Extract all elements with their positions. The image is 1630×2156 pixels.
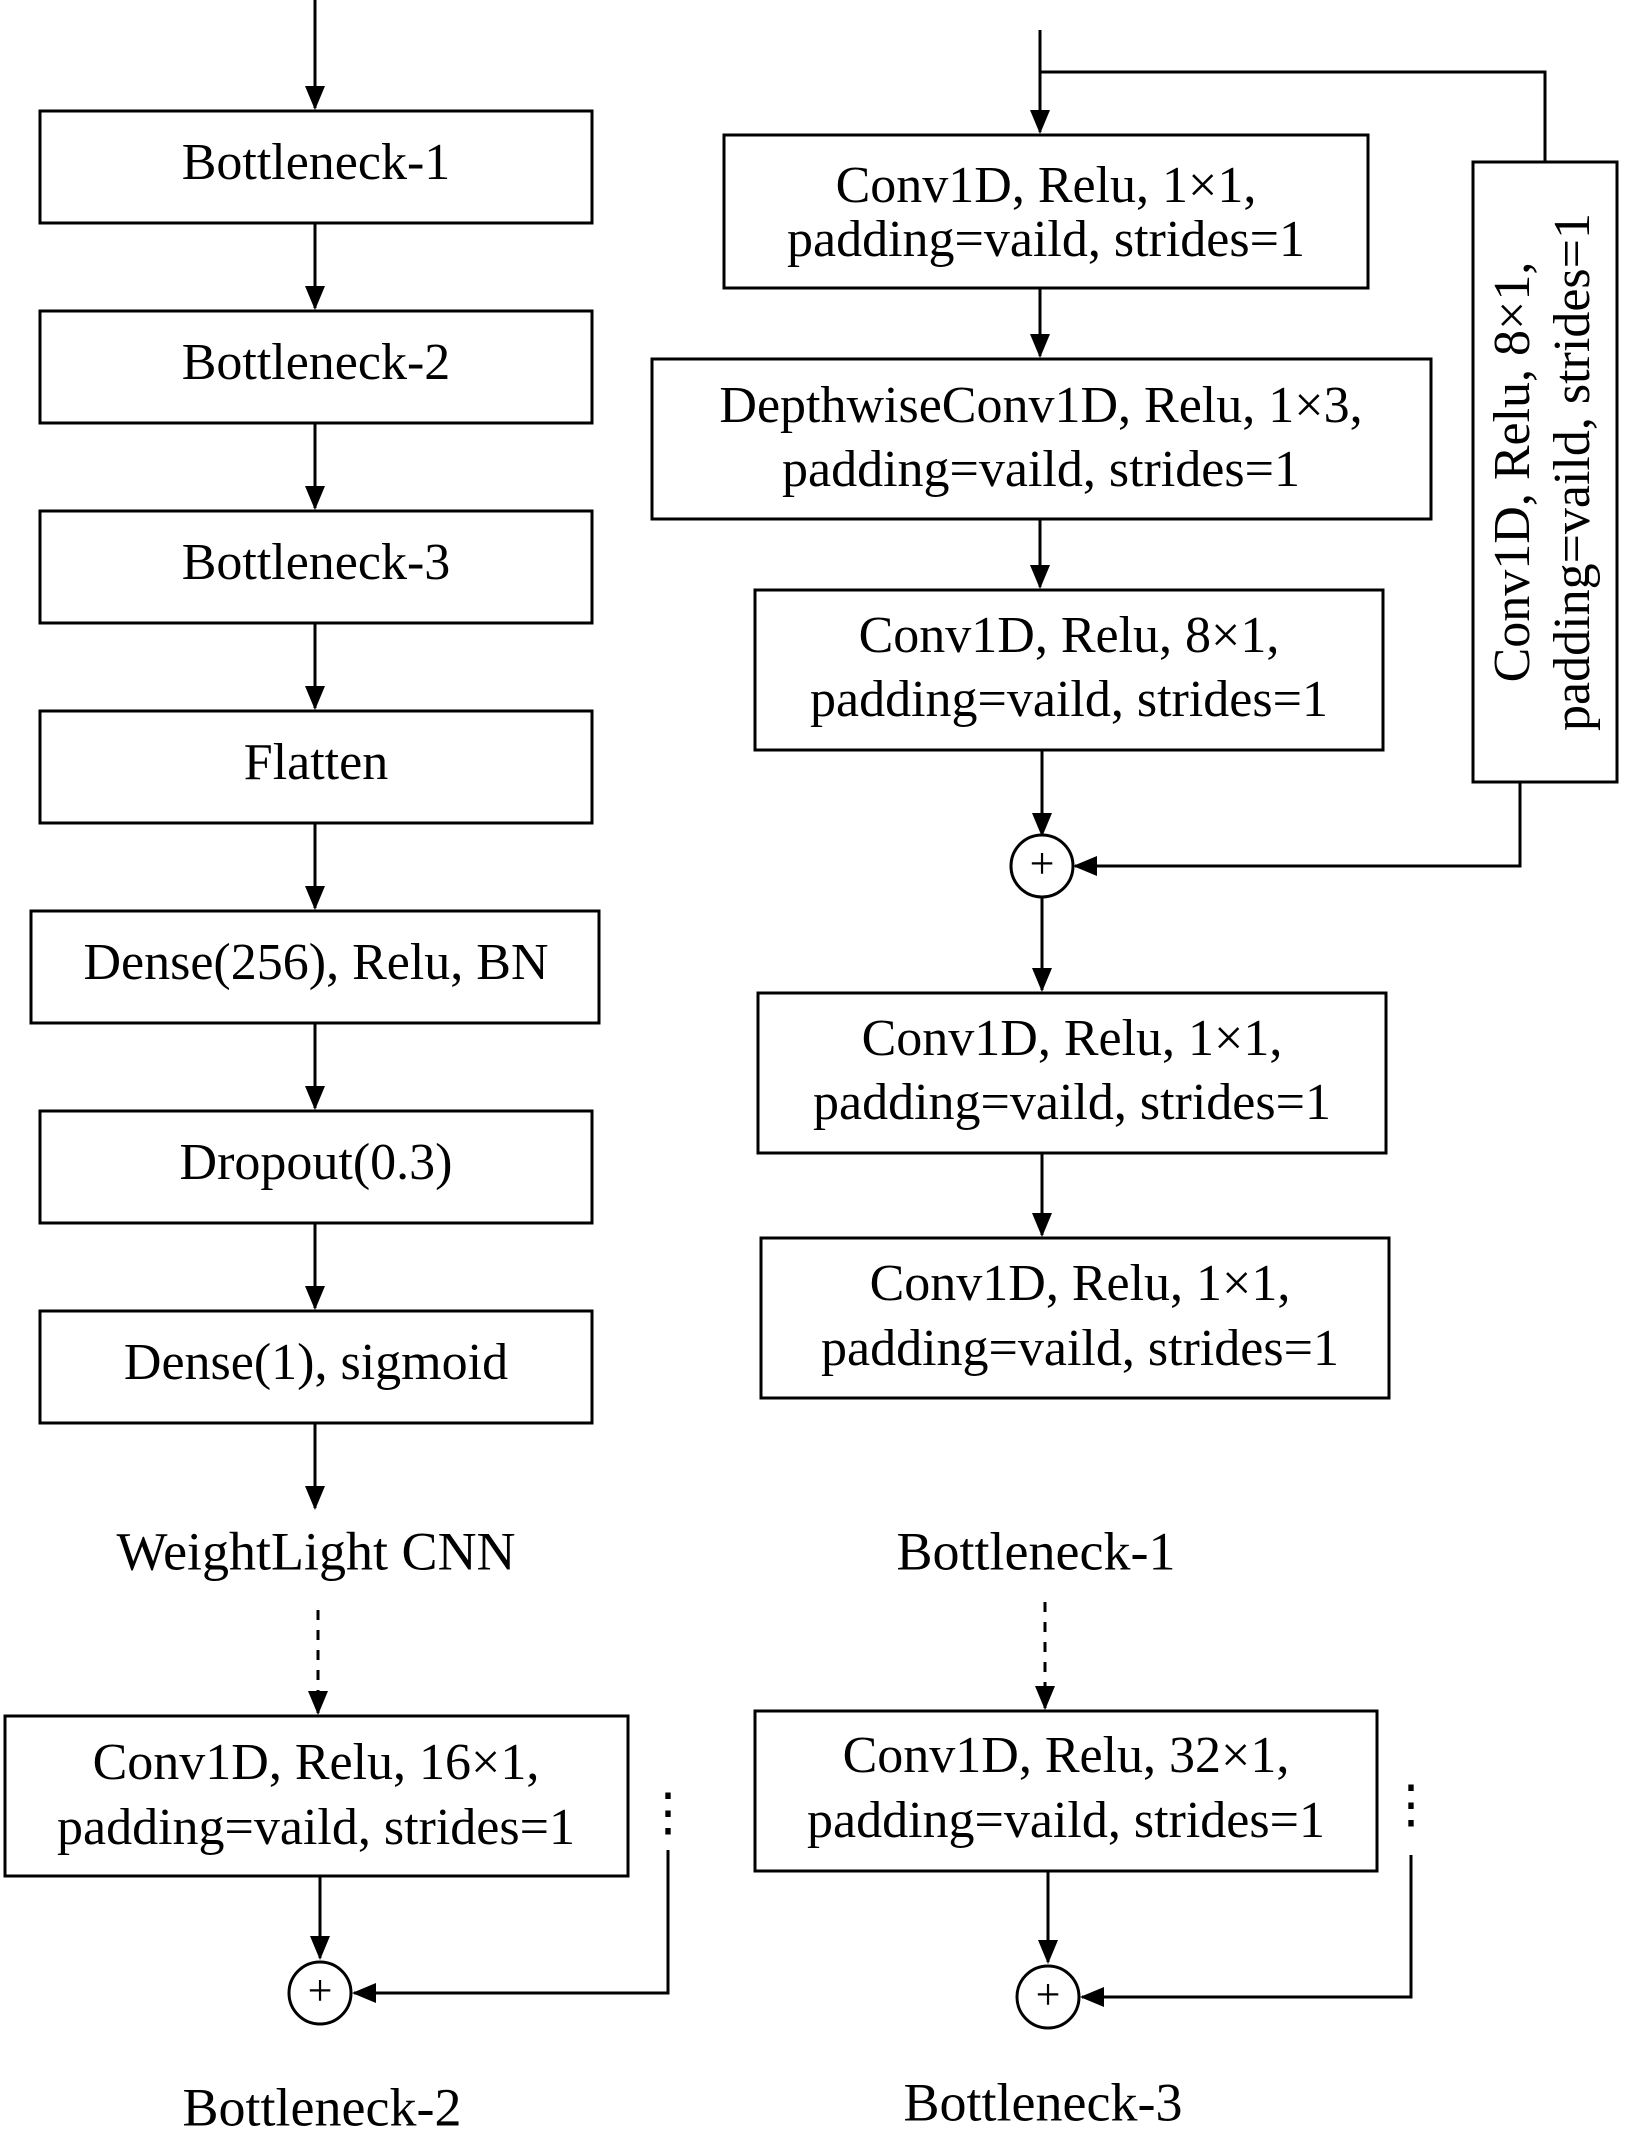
layer-label-line2: padding=vaild, strides=1 bbox=[821, 1320, 1339, 1377]
layer-box-dropout bbox=[38, 1109, 594, 1225]
layer-label-line1: Conv1D, Relu, 1×1, bbox=[836, 157, 1257, 214]
layer-label-bottleneck-1: Bottleneck-1 bbox=[182, 134, 451, 191]
caption-bottleneck-3: Bottleneck-3 bbox=[904, 2072, 1183, 2132]
layer-box-dense-256 bbox=[29, 909, 601, 1025]
layer-box-bottleneck-3 bbox=[38, 509, 594, 625]
bottleneck-3-detail: Conv1D, Relu, 32×1, padding=vaild, strid… bbox=[753, 1602, 1437, 2132]
shortcut-label-line1: Conv1D, Relu, 8×1, bbox=[1484, 262, 1541, 683]
layer-label-line2: padding=vaild, strides=1 bbox=[57, 1799, 575, 1856]
layer-box-flatten bbox=[38, 709, 594, 825]
layer-label-line2: padding=vaild, strides=1 bbox=[782, 441, 1300, 498]
layer-box-conv1d-8x1 bbox=[753, 588, 1385, 752]
layer-box-conv1d-32x1 bbox=[753, 1709, 1379, 1873]
skip-merge-arrow bbox=[1080, 1855, 1413, 2007]
shortcut-branch-line bbox=[1040, 70, 1547, 162]
layer-label-bottleneck-3: Bottleneck-3 bbox=[182, 534, 451, 591]
caption-bottleneck-1: Bottleneck-1 bbox=[897, 1521, 1176, 1581]
layer-label-line1: Conv1D, Relu, 1×1, bbox=[862, 1010, 1283, 1067]
layer-label-dropout: Dropout(0.3) bbox=[180, 1134, 453, 1191]
skip-ellipsis: ⋮ bbox=[642, 1785, 694, 1842]
layer-label-line2: padding=vaild, strides=1 bbox=[810, 671, 1328, 728]
layer-box-bottleneck-2 bbox=[38, 309, 594, 425]
layer-box-conv1d-1x1-a bbox=[722, 133, 1370, 290]
layer-box-conv1d-1x1-b bbox=[756, 991, 1388, 1155]
layer-label-line2: padding=vaild, strides=1 bbox=[807, 1792, 1325, 1849]
layer-label-line1: Conv1D, Relu, 1×1, bbox=[870, 1255, 1291, 1312]
add-node bbox=[1015, 1964, 1081, 2030]
skip-merge-arrow bbox=[352, 1850, 670, 2003]
layer-label-flatten: Flatten bbox=[244, 734, 388, 791]
add-node bbox=[287, 1960, 353, 2026]
skip-ellipsis: ⋮ bbox=[1385, 1777, 1437, 1834]
layer-box-conv1d-16x1 bbox=[3, 1714, 630, 1878]
shortcut-conv1d-box bbox=[1471, 160, 1619, 784]
add-symbol: + bbox=[308, 1966, 333, 2015]
weightlight-cnn: Bottleneck-1 Bottleneck-2 Bottleneck-3 F… bbox=[29, 0, 601, 1581]
shortcut-label-line2: padding=vaild, strides=1 bbox=[1544, 213, 1601, 731]
caption-bottleneck-2: Bottleneck-2 bbox=[183, 2077, 462, 2137]
layer-label-line1: DepthwiseConv1D, Relu, 1×3, bbox=[719, 377, 1362, 434]
layer-label-dense-1: Dense(1), sigmoid bbox=[124, 1334, 508, 1391]
layer-box-conv1d-1x1-c bbox=[759, 1236, 1391, 1400]
layer-label-line1: Conv1D, Relu, 8×1, bbox=[859, 607, 1280, 664]
layer-label-bottleneck-2: Bottleneck-2 bbox=[182, 334, 451, 391]
add-symbol: + bbox=[1030, 839, 1055, 888]
layer-box-depthwise-conv1d bbox=[650, 357, 1433, 521]
layer-box-dense-1 bbox=[38, 1309, 594, 1425]
layer-label-dense-256: Dense(256), Relu, BN bbox=[83, 934, 548, 991]
layer-label-line1: Conv1D, Relu, 32×1, bbox=[843, 1727, 1290, 1784]
layer-label-line2: padding=vaild, strides=1 bbox=[813, 1074, 1331, 1131]
bottleneck-1-detail: Conv1D, Relu, 1×1, padding=vaild, stride… bbox=[650, 30, 1619, 1581]
caption-weightlight-cnn: WeightLight CNN bbox=[116, 1521, 515, 1581]
layer-label-line2: padding=vaild, strides=1 bbox=[787, 211, 1305, 268]
layer-label-line1: Conv1D, Relu, 16×1, bbox=[93, 1734, 540, 1791]
add-symbol: + bbox=[1036, 1970, 1061, 2019]
bottleneck-2-detail: Conv1D, Relu, 16×1, padding=vaild, strid… bbox=[3, 1610, 694, 2137]
shortcut-merge-arrow bbox=[1073, 782, 1522, 876]
